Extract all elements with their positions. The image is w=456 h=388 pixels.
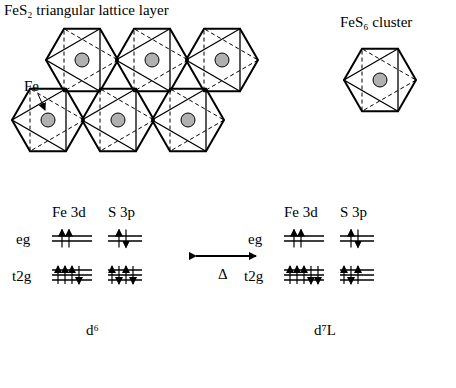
spin-arrow <box>357 266 358 284</box>
orbital-level <box>340 274 374 275</box>
hexagon-outline <box>186 29 258 91</box>
fe-atom <box>181 113 195 127</box>
leader-line <box>38 94 45 110</box>
spin-arrow <box>293 230 294 248</box>
dashed-triangle <box>134 29 188 91</box>
solid-triangle <box>152 89 206 151</box>
orbital-header: S 3p <box>108 204 135 221</box>
spin-arrow <box>78 266 79 284</box>
hexagon-outline <box>116 29 188 91</box>
orbital-level <box>108 240 142 241</box>
dashed-triangle <box>64 29 118 91</box>
solid-triangle <box>116 29 170 91</box>
fe-atom <box>111 113 125 127</box>
orbital-level <box>108 269 142 270</box>
spin-arrow <box>296 266 297 284</box>
configuration-label: d⁶ <box>86 322 99 339</box>
orbital-header: S 3p <box>340 204 367 221</box>
dashed-triangle <box>100 89 154 151</box>
atom-label: Fe <box>24 78 39 95</box>
octahedron <box>46 29 118 91</box>
spin-arrow <box>71 266 72 284</box>
fe-atom <box>215 53 229 67</box>
symmetry-label: eg <box>248 231 262 248</box>
hexagon-outline <box>46 29 118 91</box>
solid-triangle <box>186 29 240 91</box>
orbital-level <box>340 269 374 270</box>
spin-arrow <box>64 266 65 284</box>
orbital-level <box>284 240 324 241</box>
solid-triangle <box>12 89 66 151</box>
fe-atom <box>75 53 89 67</box>
spin-arrow <box>118 266 119 284</box>
hexagon-outline <box>344 49 416 111</box>
symmetry-label: t2g <box>12 268 31 285</box>
spin-arrow <box>300 230 301 248</box>
energy-label: Δ <box>218 266 228 283</box>
spin-arrow <box>132 266 133 284</box>
solid-triangle <box>344 49 398 111</box>
dashed-triangle <box>204 29 258 91</box>
spin-arrow <box>68 230 69 248</box>
spin-arrow <box>125 266 126 284</box>
spin-arrow <box>57 266 58 284</box>
orbital-level <box>108 235 142 236</box>
orbital-level <box>52 235 92 236</box>
fe-atom <box>145 53 159 67</box>
spin-arrow <box>125 230 126 248</box>
orbital-level <box>108 279 142 280</box>
dashed-triangle <box>30 89 84 151</box>
title-label: FeS₂ triangular lattice layer <box>4 2 169 19</box>
hexagon-outline <box>82 89 154 151</box>
spin-arrow <box>343 266 344 284</box>
orbital-level <box>108 274 142 275</box>
orbital-level <box>284 235 324 236</box>
orbital-header: Fe 3d <box>284 204 318 221</box>
spin-arrow <box>303 266 304 284</box>
octahedron <box>186 29 258 91</box>
configuration-label: d⁷L <box>314 322 336 339</box>
orbital-level <box>340 279 374 280</box>
orbital-header: Fe 3d <box>52 204 86 221</box>
octahedron <box>12 89 84 151</box>
hexagon-outline <box>12 89 84 151</box>
orbital-level <box>340 235 374 236</box>
spin-arrow <box>111 266 112 284</box>
spin-arrow <box>310 266 311 284</box>
spin-arrow <box>317 266 318 284</box>
solid-triangle <box>82 89 136 151</box>
hexagon-outline <box>152 89 224 151</box>
dashed-triangle <box>362 49 416 111</box>
symmetry-label: eg <box>16 231 30 248</box>
spin-arrow <box>357 230 358 248</box>
octahedron <box>152 89 224 151</box>
spin-arrow <box>118 230 119 248</box>
octahedron <box>344 49 416 111</box>
dashed-triangle <box>170 89 224 151</box>
spin-arrow <box>350 230 351 248</box>
cluster-label: FeS₆ cluster <box>340 14 412 31</box>
octahedron <box>82 89 154 151</box>
spin-arrow <box>61 230 62 248</box>
solid-triangle <box>46 29 100 91</box>
orbital-level <box>52 240 92 241</box>
fe-atom <box>373 73 387 87</box>
spin-arrow <box>350 266 351 284</box>
orbital-level <box>340 240 374 241</box>
octahedron <box>116 29 188 91</box>
fe-atom <box>41 113 55 127</box>
symmetry-label: t2g <box>244 268 263 285</box>
exchange-arrow <box>196 255 256 257</box>
spin-arrow <box>289 266 290 284</box>
